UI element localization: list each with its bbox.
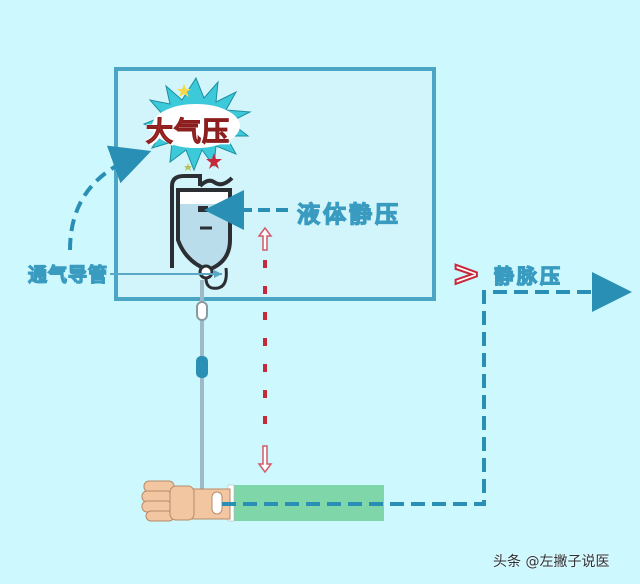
watermark: 头条 @左撇子说医 bbox=[493, 554, 610, 570]
atmospheric-pressure-label: 大气压 bbox=[146, 117, 230, 149]
drip-chamber-icon bbox=[196, 301, 208, 321]
up-arrow-icon bbox=[257, 226, 273, 251]
iv-bag-icon bbox=[170, 174, 234, 290]
greater-than-symbol: > bbox=[451, 253, 482, 295]
vent-tube-label: 通气导管 bbox=[27, 263, 109, 286]
vent-to-atmosphere-arrow bbox=[68, 145, 152, 251]
hand-arm-icon bbox=[141, 480, 231, 522]
venous-pressure-arrow bbox=[222, 272, 632, 506]
height-marker bbox=[257, 226, 273, 474]
down-arrow-icon bbox=[257, 445, 273, 474]
venous-pressure-label: 静脉压 bbox=[493, 263, 563, 288]
roller-clamp-icon bbox=[196, 356, 208, 378]
hydrostatic-pressure-label: 液体静压 bbox=[296, 201, 401, 228]
starburst-icon bbox=[142, 76, 252, 172]
